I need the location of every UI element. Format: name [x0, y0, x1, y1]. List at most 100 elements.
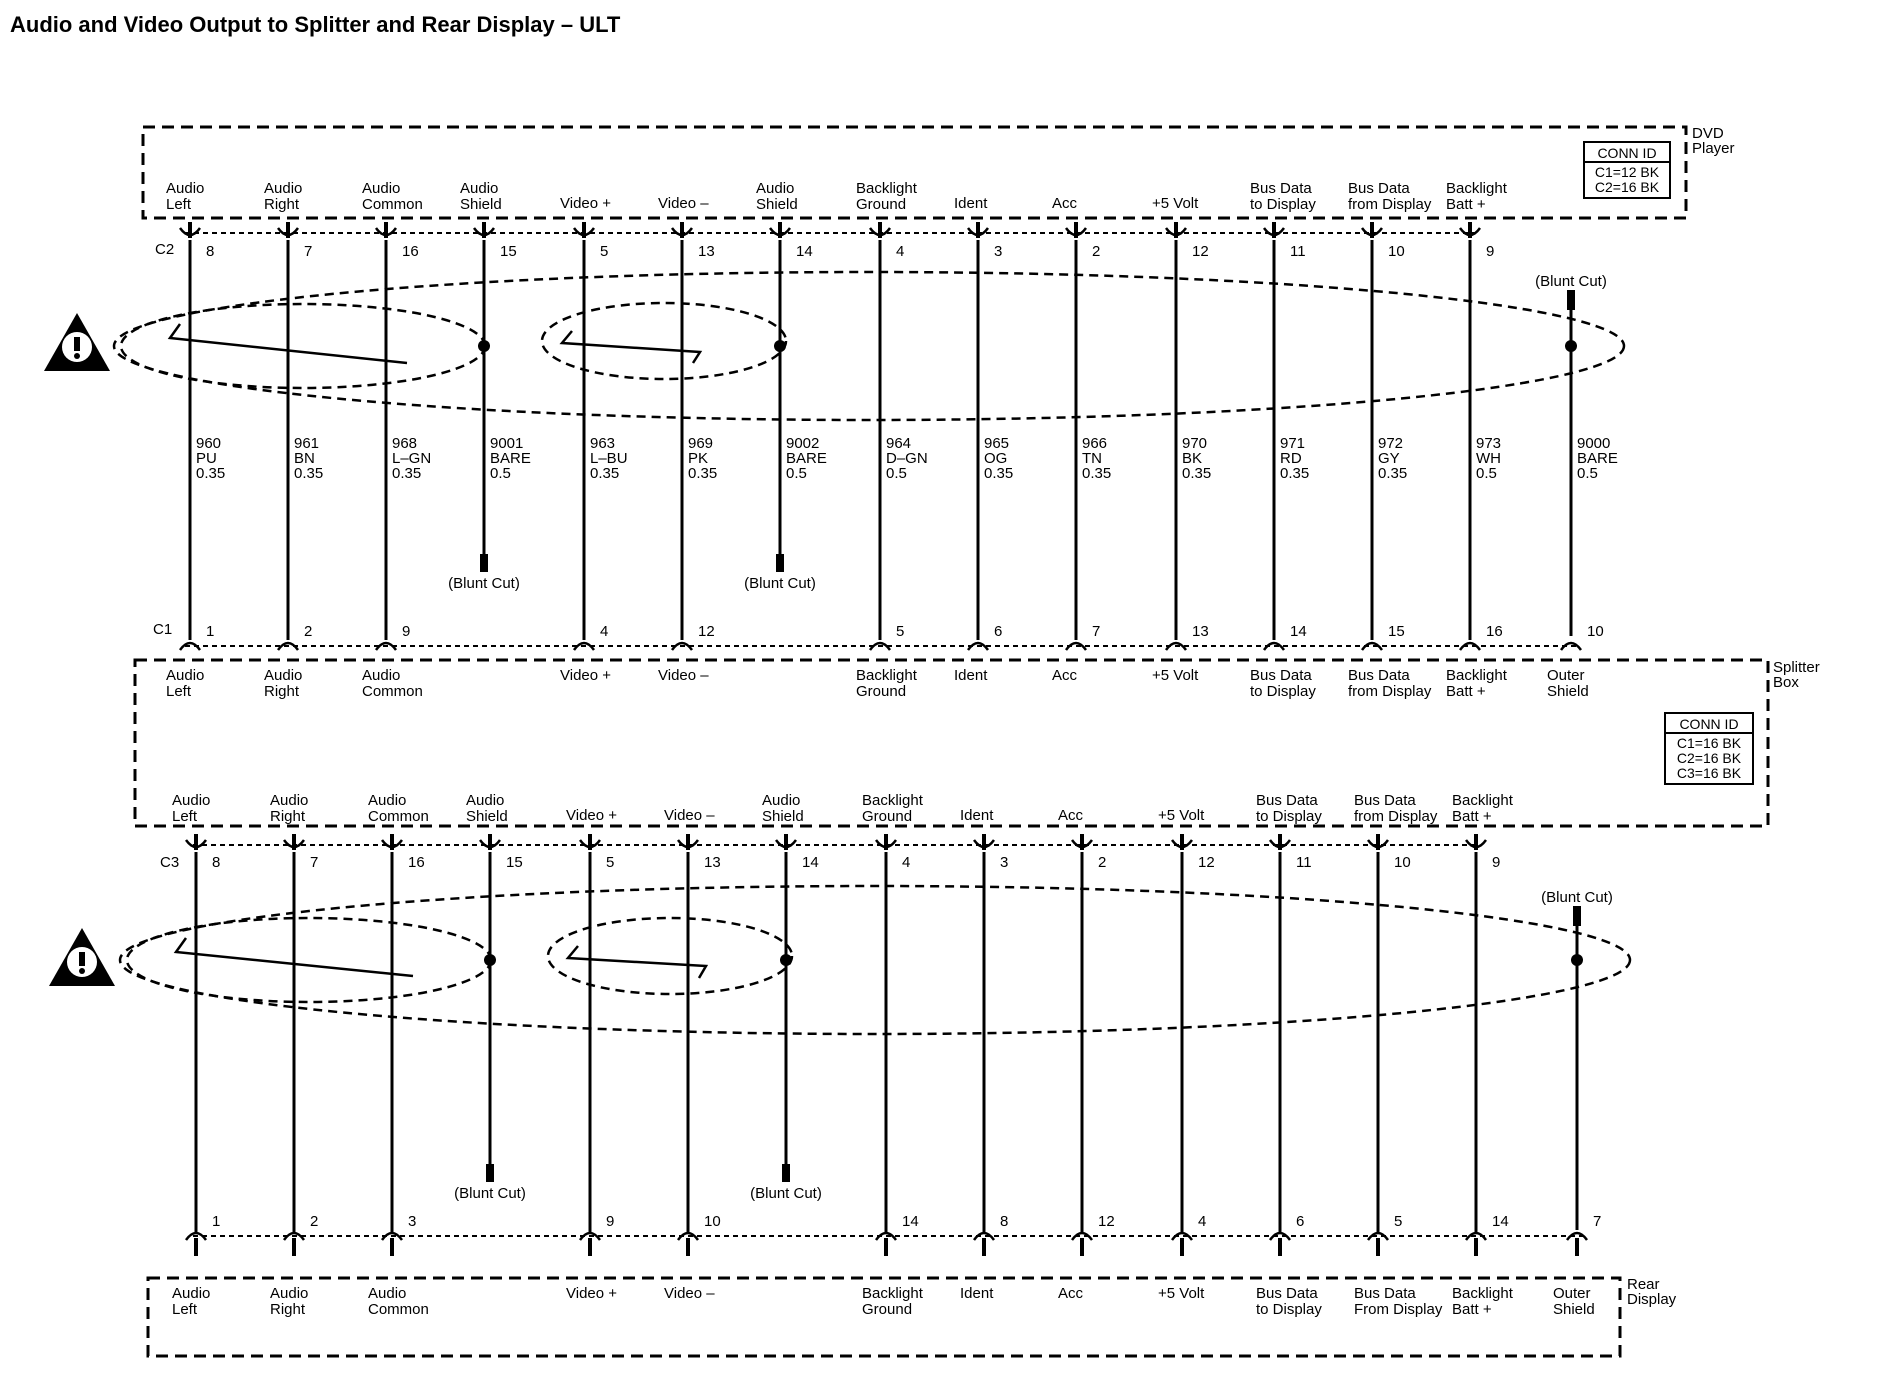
audio-left-dvd-pin: 8 [206, 243, 214, 260]
audio-right-splitter-bottom-label: Audio [270, 792, 308, 809]
audio-shield-1-dvd-pin: 15 [500, 243, 517, 260]
acc-split-c1-pin: 7 [1092, 623, 1100, 640]
video-minus-wire-info: PK [688, 450, 708, 467]
audio-right-dvd-label: Audio [264, 180, 302, 197]
video-plus-split-c1-terminal [572, 641, 596, 651]
audio-left-dvd-label: Audio [166, 180, 204, 197]
outer-shield-splitter-top-label: Shield [1547, 683, 1589, 700]
backlight-ground-split-c3-pin: 4 [902, 854, 910, 871]
audio-shield-2-blunt-cut-lower [782, 1164, 790, 1182]
audio-left-dvd-label: Left [166, 196, 192, 213]
audio-left-wire-info: 960 [196, 435, 221, 452]
ident-rear-terminal [972, 1231, 996, 1241]
audio-shield-ellipse-upper-1 [119, 302, 487, 390]
audio-left-splitter-bottom-label: Audio [172, 792, 210, 809]
video-minus-split-c1-pin: 12 [698, 623, 715, 640]
outer-shield-blunt-cut-upper-label: (Blunt Cut) [1535, 273, 1607, 290]
caution-dot [74, 353, 80, 359]
audio-shield-2-dvd-pin: 14 [796, 243, 813, 260]
socket-arc [1360, 641, 1384, 651]
audio-shield-2-wire-info: BARE [786, 450, 827, 467]
audio-shield-1-wire-info: 9001 [490, 435, 523, 452]
plus5-volt-wire-info: 970 [1182, 435, 1207, 452]
socket-arc [676, 1231, 700, 1241]
plus5-volt-wire-info: 0.35 [1182, 465, 1211, 482]
conn-id-header: CONN ID [1597, 145, 1656, 161]
conn-id-frame [1664, 712, 1754, 785]
audio-common-splitter-bottom-label: Audio [368, 792, 406, 809]
ident-rear-pin: 8 [1000, 1213, 1008, 1230]
backlight-ground-splitter-top-label: Backlight [856, 667, 918, 684]
audio-shield-1-split-c3-terminal [478, 834, 502, 850]
backlight-ground-wire-info: 0.5 [886, 465, 907, 482]
video-plus-splitter-bottom-label: Video + [566, 807, 617, 824]
acc-dvd-pin: 2 [1092, 243, 1100, 260]
conn-id-row: C2=16 BK [1595, 179, 1660, 195]
video-plus-rear-label: Video + [566, 1285, 617, 1302]
audio-shield-2-wire-info: 9002 [786, 435, 819, 452]
plus5-volt-split-c1-pin: 13 [1192, 623, 1209, 640]
bus-data-to-display-splitter-bottom-label: to Display [1256, 808, 1322, 825]
audio-shield-2-splitter-bottom-label: Shield [762, 808, 804, 825]
video-plus-wire-info: 963 [590, 435, 615, 452]
audio-shield-1-dvd-label: Audio [460, 180, 498, 197]
acc-dvd-terminal [1064, 222, 1088, 238]
audio-shield-2-splitter-bottom-label: Audio [762, 792, 800, 809]
backlight-batt-split-c3-terminal [1464, 834, 1488, 850]
audio-shield-2-dvd-label: Shield [756, 196, 798, 213]
dvd-player-label: Player [1692, 140, 1735, 157]
audio-common-dvd-label: Common [362, 196, 423, 213]
audio-common-splitter-top-label: Audio [362, 667, 400, 684]
outer-shield-splice-lower [1571, 954, 1583, 966]
conn-id-frame [1583, 141, 1671, 199]
acc-rear-terminal [1070, 1231, 1094, 1241]
video-minus-split-c3-pin: 13 [704, 854, 721, 871]
outer-shield-rear-pin: 7 [1593, 1213, 1601, 1230]
acc-rear-pin: 12 [1098, 1213, 1115, 1230]
audio-common-rear-terminal [380, 1231, 404, 1241]
audio-common-wire-info: 0.35 [392, 465, 421, 482]
plus5-volt-wire-info: BK [1182, 450, 1202, 467]
bus-data-from-display-dvd-label: from Display [1348, 196, 1432, 213]
backlight-ground-wire-info: 964 [886, 435, 911, 452]
video-minus-dvd-pin: 13 [698, 243, 715, 260]
audio-right-dvd-pin: 7 [304, 243, 312, 260]
video-plus-split-c3-pin: 5 [606, 854, 614, 871]
socket-arc [1458, 641, 1482, 651]
bus-data-to-display-dvd-pin: 11 [1290, 243, 1306, 260]
audio-common-dvd-label: Audio [362, 180, 400, 197]
splitter-box [133, 658, 1770, 828]
audio-left-rear-label: Left [172, 1301, 198, 1318]
audio-shield-1-wire-info: 0.5 [490, 465, 511, 482]
audio-left-split-c3-terminal [184, 834, 208, 850]
audio-right-rear-label: Right [270, 1301, 306, 1318]
video-plus-rear-terminal [578, 1231, 602, 1241]
audio-shield-2-blunt-cut-lower-label: (Blunt Cut) [750, 1185, 822, 1202]
audio-right-rear-pin: 2 [310, 1213, 318, 1230]
backlight-ground-rear-pin: 14 [902, 1213, 919, 1230]
acc-splitter-top-label: Acc [1052, 667, 1078, 684]
backlight-ground-dvd-label: Ground [856, 196, 906, 213]
bus-data-from-display-dvd-terminal [1360, 222, 1384, 238]
backlight-batt-dvd-label: Backlight [1446, 180, 1508, 197]
backlight-ground-split-c1-terminal [868, 641, 892, 651]
socket-arc [178, 641, 202, 651]
rear-display-box [146, 1276, 1622, 1358]
outer-shield-rear-label: Shield [1553, 1301, 1595, 1318]
ident-wire-info: 0.35 [984, 465, 1013, 482]
bus-data-from-display-wire-info: GY [1378, 450, 1400, 467]
bus-data-from-display-dvd-pin: 10 [1388, 243, 1405, 260]
caution-mark [74, 337, 80, 351]
audio-shield-1-blunt-cut-upper [480, 554, 488, 572]
socket-arc [380, 1231, 404, 1241]
video-minus-rear-terminal [676, 1231, 700, 1241]
acc-split-c3-terminal [1070, 834, 1094, 850]
audio-common-dvd-pin: 16 [402, 243, 419, 260]
socket-arc [282, 1231, 306, 1241]
audio-shield-2-dvd-terminal [768, 222, 792, 238]
bus-data-to-display-rear-pin: 6 [1296, 1213, 1304, 1230]
audio-common-splitter-bottom-label: Common [368, 808, 429, 825]
backlight-batt-dvd-terminal [1458, 222, 1482, 238]
conn-id-header: CONN ID [1679, 716, 1738, 732]
plus5-volt-rear-pin: 4 [1198, 1213, 1206, 1230]
